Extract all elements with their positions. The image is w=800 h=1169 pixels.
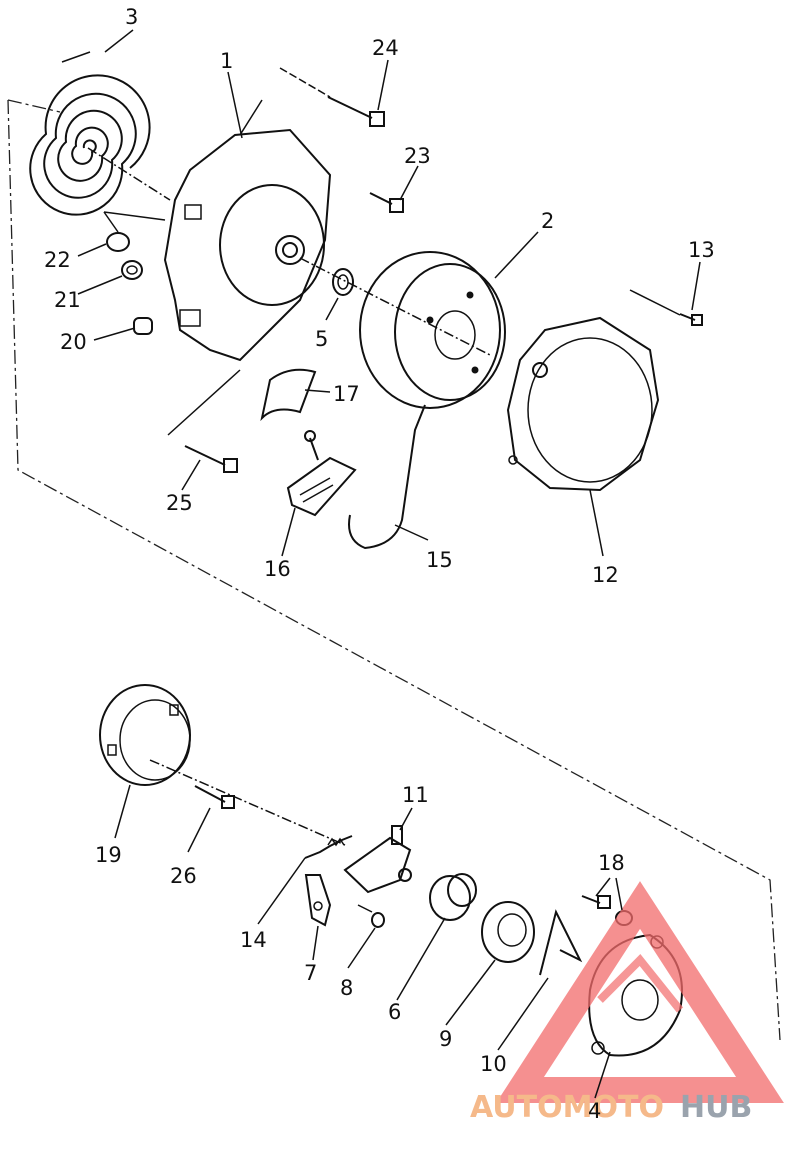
- callout-21: 21: [54, 288, 81, 312]
- spring-clip: [539, 909, 583, 976]
- bushing: [332, 268, 354, 296]
- callout-leaders: [77, 29, 701, 1099]
- mount-bolt: [167, 369, 241, 473]
- ratchet-cup: [99, 684, 346, 846]
- starter-rope: [348, 404, 426, 550]
- nut-21: [121, 260, 143, 280]
- bushing-6: [429, 873, 477, 921]
- callout-7: 7: [304, 961, 317, 985]
- callout-labels: 1 2 3 4 5 6 7 8 9 10 11 12 13 14 15 16 1…: [44, 5, 715, 1123]
- spacer-20: [133, 317, 153, 335]
- pin-8: [357, 904, 385, 928]
- watermark-brand-a: AUTOMOTO: [470, 1090, 664, 1125]
- callout-6: 6: [388, 1000, 401, 1024]
- starter-handle: [286, 430, 357, 517]
- housing-bolt-long: [279, 67, 385, 127]
- callout-8: 8: [340, 976, 353, 1000]
- housing-bolt-short: [369, 192, 404, 213]
- callout-3: 3: [125, 5, 138, 29]
- cover-bolt: [679, 313, 703, 326]
- friction-washer: [481, 901, 535, 963]
- ratchet-lever: [343, 825, 412, 894]
- upper-assembly-frame: [7, 99, 781, 1041]
- cup-bolt: [194, 785, 235, 809]
- callout-2: 2: [541, 209, 554, 233]
- callout-4: 4: [588, 1099, 601, 1123]
- callout-1: 1: [220, 49, 233, 73]
- pawl: [304, 874, 332, 927]
- callout-23: 23: [404, 144, 431, 168]
- rope-guide: [260, 368, 317, 422]
- callout-15: 15: [426, 548, 453, 572]
- callout-16: 16: [264, 557, 291, 581]
- callout-25: 25: [166, 491, 193, 515]
- callout-19: 19: [95, 843, 122, 867]
- callout-24: 24: [372, 36, 399, 60]
- watermark-logo: AUTOMOTO HUB: [470, 881, 784, 1125]
- callout-10: 10: [480, 1052, 507, 1076]
- callout-18: 18: [598, 851, 625, 875]
- callout-9: 9: [439, 1027, 452, 1051]
- callout-14: 14: [240, 928, 267, 952]
- starter-housing: [163, 99, 332, 362]
- callout-22: 22: [44, 248, 71, 272]
- nut-22: [106, 232, 130, 252]
- reel-pulley: [299, 251, 506, 409]
- recoil-spring: [29, 51, 171, 216]
- callout-11: 11: [402, 783, 429, 807]
- watermark-brand-b: HUB: [680, 1090, 752, 1125]
- callout-17: 17: [333, 382, 360, 406]
- starter-cover: [506, 289, 681, 492]
- callout-12: 12: [592, 563, 619, 587]
- callout-20: 20: [60, 330, 87, 354]
- spring-14: [304, 835, 353, 859]
- callout-13: 13: [688, 238, 715, 262]
- callout-5: 5: [315, 327, 328, 351]
- callout-26: 26: [170, 864, 197, 888]
